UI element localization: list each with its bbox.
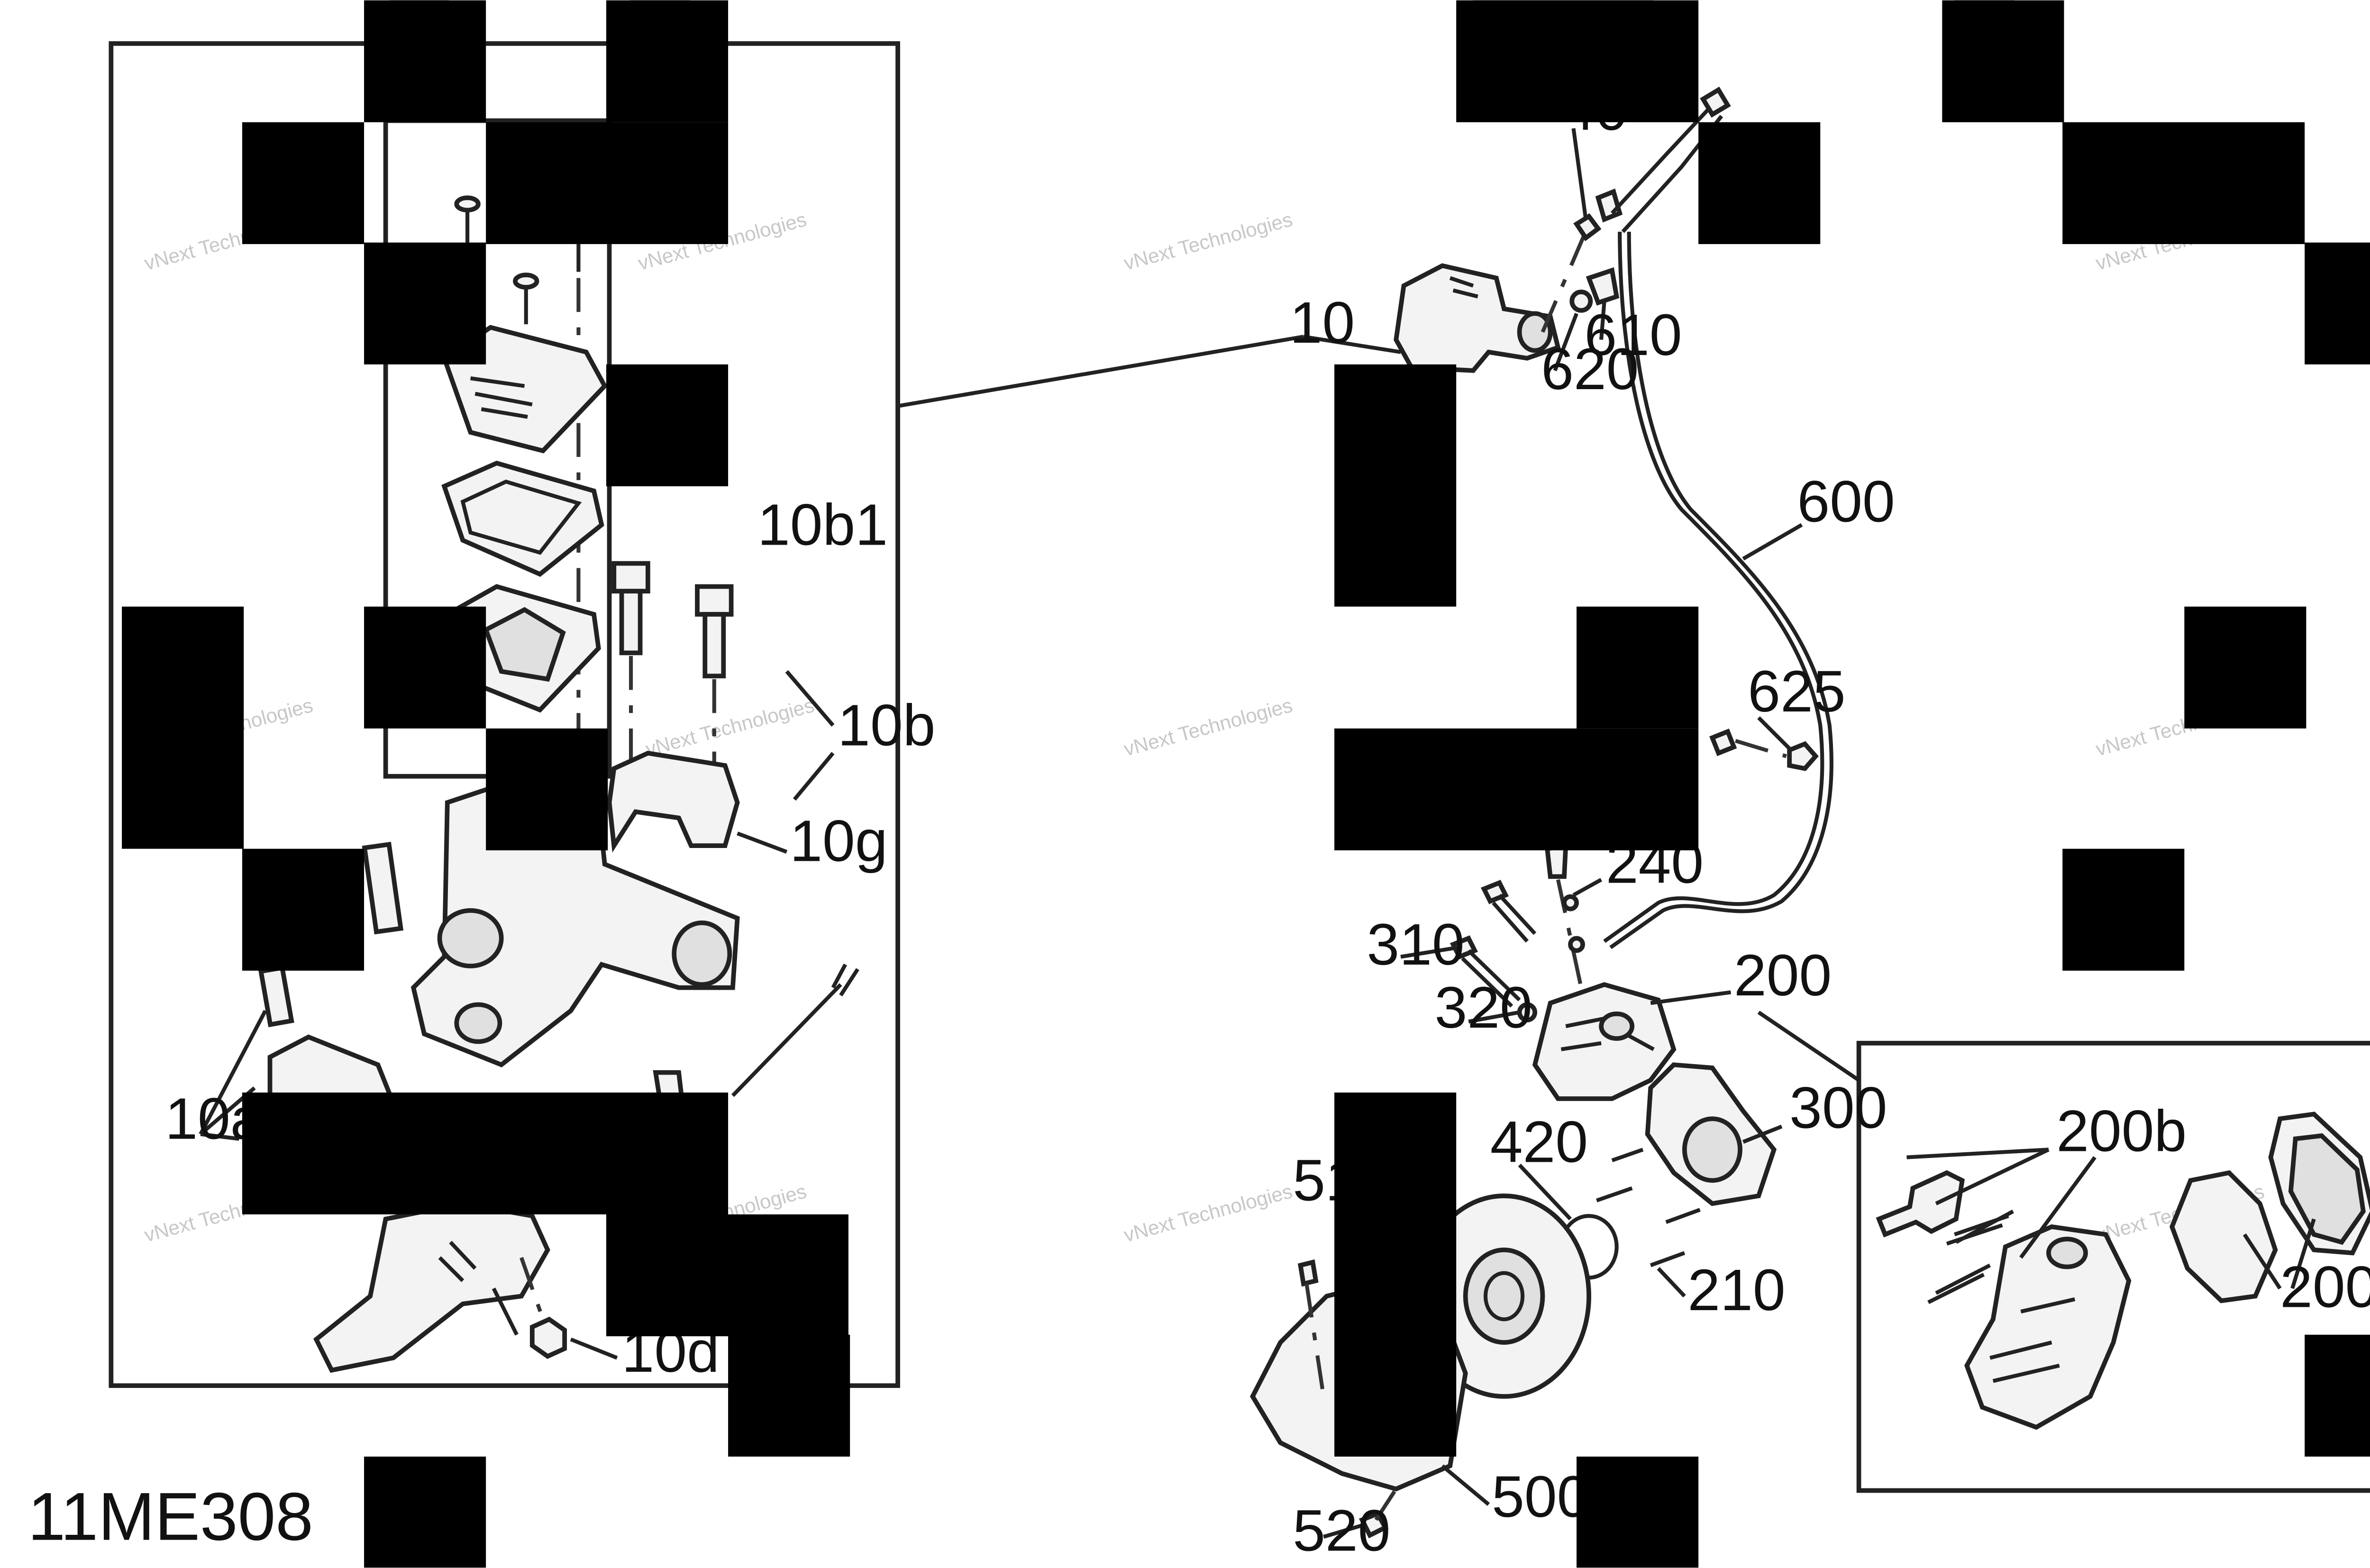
- pad-spring: [1876, 1170, 1965, 1238]
- screw-510: [1297, 1259, 1319, 1287]
- callout-610: 610: [1584, 302, 1682, 368]
- callout-320: 320: [1435, 975, 1532, 1040]
- callout-200a: 200a: [2280, 1254, 2370, 1320]
- cover-screw: [513, 273, 539, 325]
- callout-420: 420: [1490, 1109, 1588, 1175]
- caliper-detail-frame: [1856, 1040, 2370, 1493]
- callout-10b: 10b: [838, 693, 935, 758]
- brake-pad: [2169, 1170, 2278, 1304]
- front-brake-assembly: [1250, 86, 1833, 1539]
- callout-10b1: 10b1: [757, 492, 888, 558]
- redaction-blocks: [122, 0, 2370, 1568]
- callout-300: 300: [1789, 1076, 1887, 1141]
- lever-nut: [529, 1316, 567, 1359]
- frame-connector-line: [897, 335, 1304, 408]
- master-cylinder-detail-frame: [109, 41, 900, 1388]
- caliper-exploded-view: [1876, 1112, 2370, 1430]
- brake-hose: [1603, 231, 1824, 943]
- caliper-bolt: [1481, 880, 1537, 943]
- callout-625: 625: [1748, 659, 1845, 724]
- watermark-text: vNext Technologies: [1121, 208, 1295, 274]
- screw-520: [1358, 1511, 1389, 1539]
- callout-10: 10: [1290, 290, 1355, 356]
- callout-210: 210: [1687, 1258, 1785, 1323]
- nut-625: [1787, 741, 1819, 771]
- callout-500: 500: [1492, 1464, 1589, 1530]
- callout-200b: 200b: [2056, 1099, 2187, 1164]
- callout-620: 620: [1541, 337, 1639, 402]
- brake-caliper: [1532, 982, 1677, 1101]
- caliper-bolt: [1449, 935, 1521, 1008]
- cover-screw: [454, 195, 481, 247]
- callout-600: 600: [1797, 469, 1895, 535]
- pivot-pin: [258, 841, 404, 1028]
- washer-620: [1569, 289, 1593, 313]
- caliper-connector-line: [1757, 1011, 1860, 1082]
- clamp-bolt: [695, 584, 734, 679]
- bracket-bolt: [1596, 1148, 1701, 1267]
- clamp-bolt: [611, 561, 650, 656]
- brake-lever: [313, 1201, 550, 1373]
- clip-610: [1586, 267, 1620, 306]
- watermark-text: vNext Technologies: [1121, 694, 1295, 760]
- master-cylinder: [1394, 263, 1561, 373]
- callout-310: 310: [1367, 912, 1464, 977]
- watermark-text: vNext Technologies: [1121, 1180, 1295, 1246]
- document-id: 11ME308: [28, 1479, 313, 1555]
- watermark-text: vNext Technologies: [643, 694, 817, 760]
- callout-200: 200: [1734, 943, 1832, 1008]
- callout-520: 520: [1293, 1498, 1390, 1563]
- handlebar-clamp: [607, 750, 740, 853]
- callout-10g: 10g: [790, 809, 887, 874]
